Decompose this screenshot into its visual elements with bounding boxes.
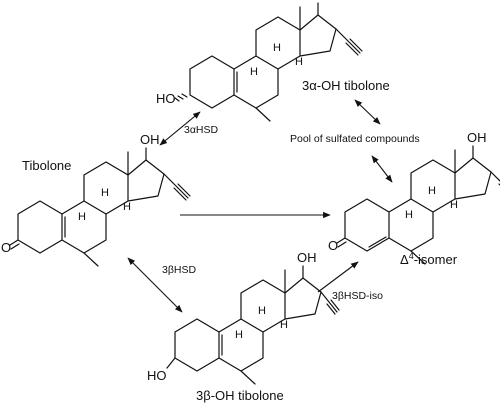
tibolone-alpha-arrow [159,111,201,146]
alpha-h-label-9: H [250,66,258,78]
delta4-h-label-8: H [428,185,436,197]
tibolone-h-label-8: H [101,187,109,199]
alpha-h-label-8: H [273,42,281,54]
pool-sulfated-label: Pool of sulfated compounds [290,133,420,145]
tibolone-h-label-14: H [123,201,131,213]
beta-h-label-9: H [235,329,243,341]
delta4-isomer-structure: O H H H OH [328,130,500,265]
tibolone-ketone-label: O [1,240,11,255]
beta-h-label-14: H [280,319,288,331]
beta-3-hydroxyl-label: HO [147,368,167,383]
beta-oh-tibolone-structure: HO H H H OH [147,250,340,385]
beta-delta4-arrow [317,261,359,293]
alpha-oh-tibolone-name: 3α-OH tibolone [302,78,390,93]
beta-hsd-label: 3βHSD [162,264,196,276]
alpha-17-hydroxyl-label: OH [312,0,332,2]
delta4-ketone-label: O [328,238,338,253]
delta4-h-label-14: H [450,199,458,211]
delta4-h-label-9: H [405,209,413,221]
alpha-hsd-label: 3αHSD [184,124,218,136]
beta-hsd-iso-label: 3βHSD-iso [332,290,383,302]
tibolone-beta-arrow [127,257,183,313]
beta-oh-tibolone-name: 3β-OH tibolone [196,388,284,403]
delta4-isomer-name: Δ4-isomer [400,251,458,267]
alpha-h-label-14: H [295,56,303,68]
alpha-oh-tibolone-structure: HO H H H OH [156,0,363,122]
tibolone-name: Tibolone [22,158,71,173]
tibolone-structure: O H H H OH [1,132,191,267]
alpha-3-hydroxyl-label: HO [156,91,176,106]
pool-alpha-arrow [354,99,381,125]
alpha-hydroxyl-bond [174,93,188,102]
beta-17-hydroxyl-label: OH [297,250,317,265]
pool-delta4-arrow [371,155,393,183]
tibolone-17-hydroxyl-label: OH [140,132,160,147]
tibolone-h-label-9: H [78,211,86,223]
beta-h-label-8: H [258,305,266,317]
delta4-17-hydroxyl-label: OH [467,130,487,145]
